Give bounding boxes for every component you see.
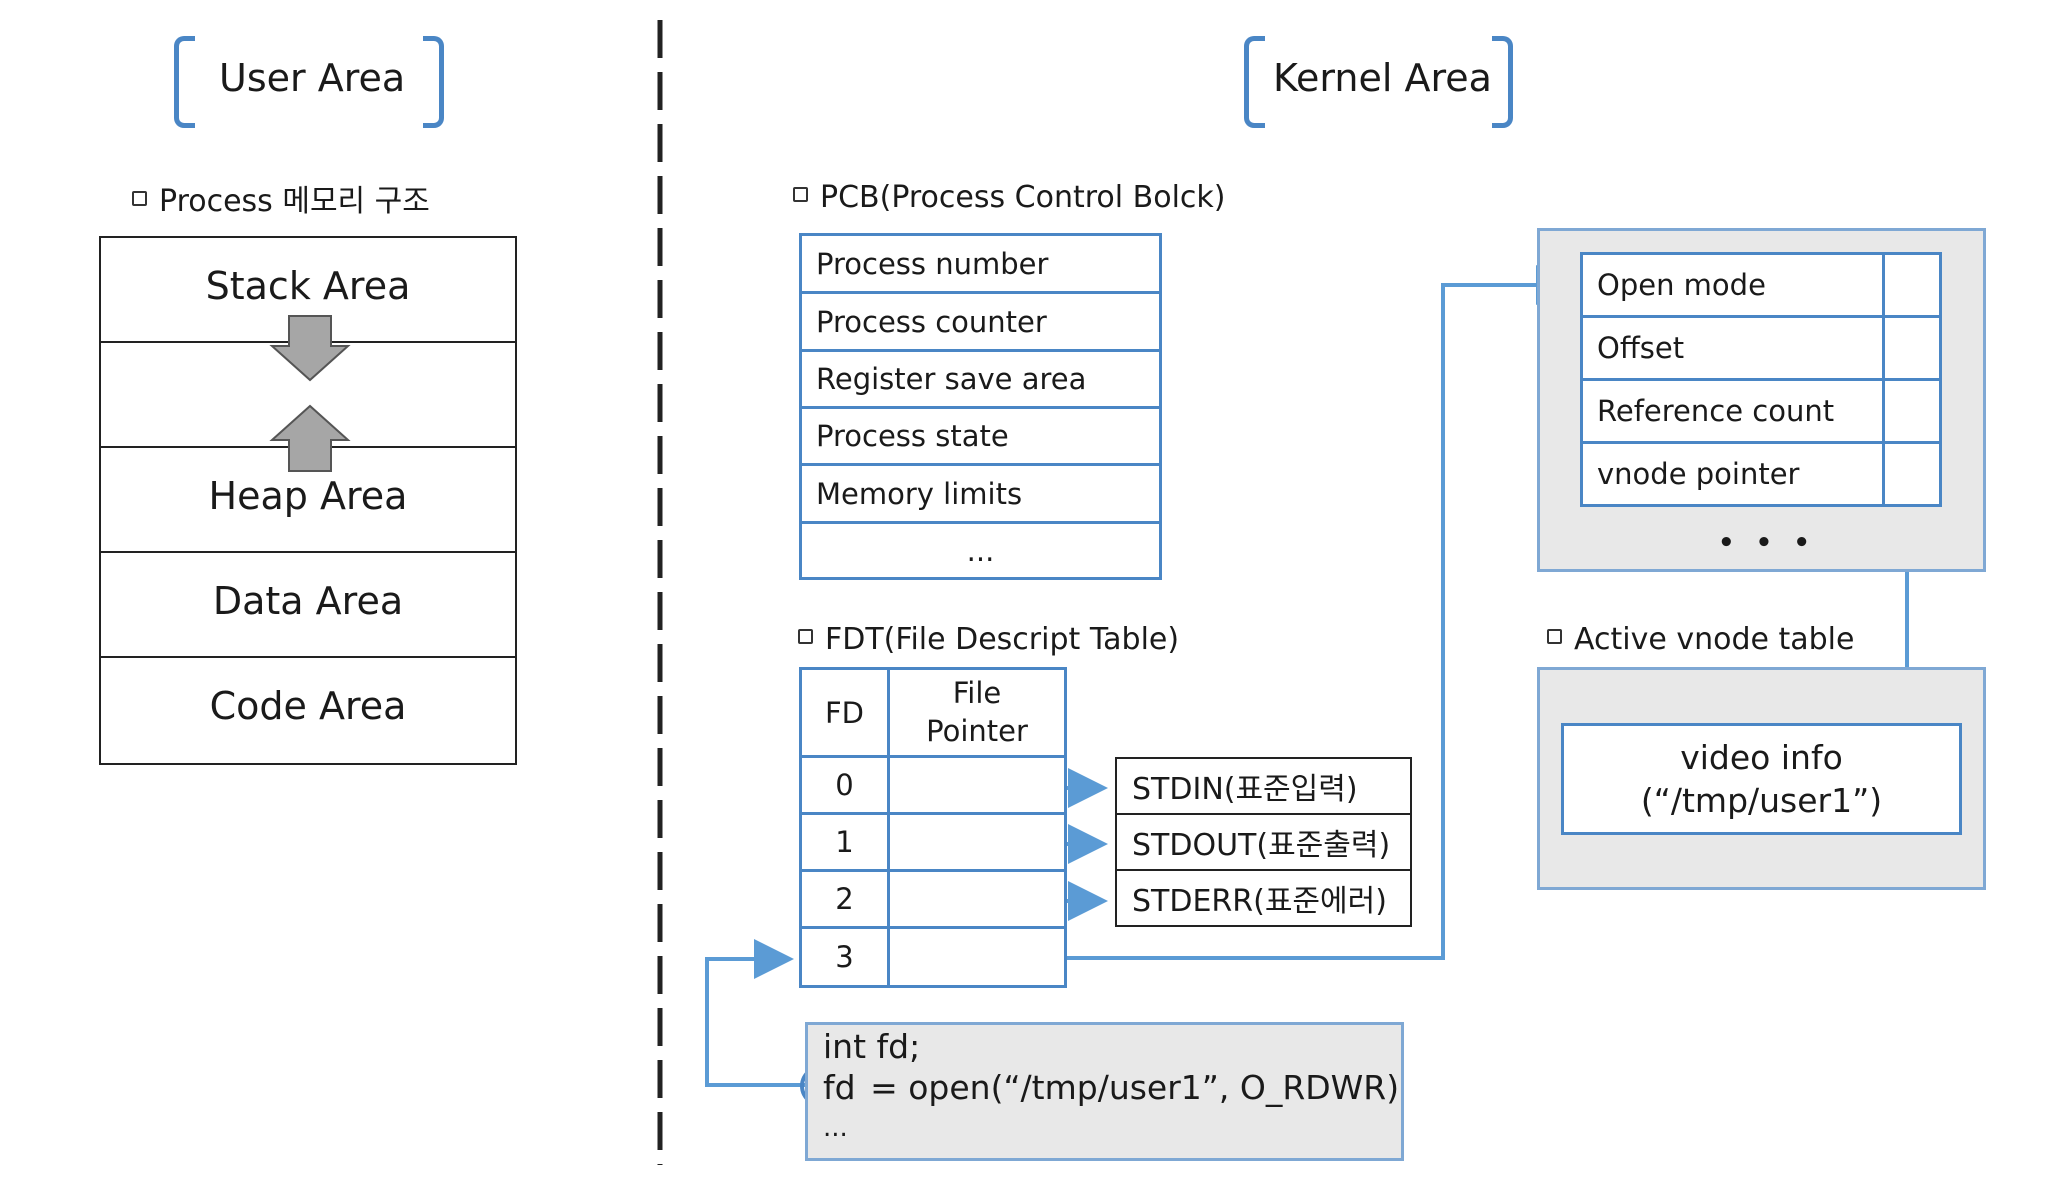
square-bullet-icon [793,187,808,202]
open-file-row-open-mode: Open mode [1583,255,1939,318]
fdt-table: FD File Pointer 0 1 2 3 [799,667,1067,988]
pcb-label-text: PCB(Process Control Bolck) [820,180,1226,215]
heap-grow-up-arrow-icon [269,404,351,472]
fdt-fd-1: 1 [835,825,854,859]
pcb-row-process-number: Process number [802,236,1159,294]
code-fd-variable: fd [823,1068,856,1107]
stdout-box: STDOUT(표준출력) [1115,813,1412,871]
kernel-area-right-bracket [1492,36,1513,128]
kernel-area-left-bracket [1244,36,1265,128]
user-area-right-bracket [423,36,444,128]
vnode-entry: video info (“/tmp/user1”) [1561,723,1962,835]
vnode-entry-line1: video info [1680,738,1843,777]
code-line-open: fd = open(“/tmp/user1”, O_RDWR) [823,1068,1399,1107]
data-divider [101,551,515,553]
fdt-fd-3: 3 [835,940,854,974]
stack-grow-down-arrow-icon [269,315,351,382]
fdt-label: FDT(File Descript Table) [798,622,1179,657]
code-snippet: int fd; fd = open(“/tmp/user1”, O_RDWR) … [805,1022,1404,1161]
user-area-title: User Area [219,56,406,100]
square-bullet-icon [798,629,813,644]
fdt-row-divider [802,926,1064,929]
pcb-row-ellipsis: ... [966,533,995,568]
fdt-fd-2: 2 [835,882,854,916]
open-file-row-offset: Offset [1583,318,1939,381]
fdt-row-divider [802,869,1064,872]
stack-area-label: Stack Area [205,264,411,308]
pcb-row-process-counter: Process counter [802,294,1159,352]
open-file-row-vnode-pointer: vnode pointer [1597,457,1800,491]
code-line-declare: int fd; [823,1027,921,1066]
square-bullet-icon [1547,629,1562,644]
vnode-table-label: Active vnode table [1547,622,1854,657]
fdt-fd-0: 0 [835,768,854,802]
user-area-left-bracket [174,36,195,128]
data-area-label: Data Area [212,579,404,623]
stdin-box: STDIN(표준입력) [1115,757,1412,815]
kernel-area-title: Kernel Area [1273,56,1492,100]
vnode-table-label-text: Active vnode table [1574,622,1855,657]
fdt-label-text: FDT(File Descript Table) [825,622,1180,657]
heap-area-label: Heap Area [208,474,408,518]
code-open-call: = open(“/tmp/user1”, O_RDWR) [870,1068,1400,1107]
open-file-table: Open mode Offset Reference count vnode p… [1580,252,1942,507]
fdt-header-fd: FD [824,695,864,730]
fdt-column-divider [887,670,890,985]
pcb-row-register-save-area: Register save area [802,352,1159,409]
vnode-entry-line2: (“/tmp/user1”) [1640,781,1883,820]
fd3-to-open-file-arrow [984,265,1576,960]
fdt-header-file-pointer: File Pointer [926,675,1028,748]
fd-var-to-fd3-arrow [705,939,806,1087]
pcb-row-process-state: Process state [802,409,1159,466]
fdt-header-divider [802,755,1064,758]
pcb-label: PCB(Process Control Bolck) [793,180,1225,215]
pcb-table: Process number Process counter Register … [799,233,1162,580]
open-file-ellipsis: • • • [1718,528,1816,558]
pcb-row-memory-limits: Memory limits [802,466,1159,524]
stderr-box: STDERR(표준에러) [1115,869,1412,927]
process-memory-label: Process 메모리 구조 [132,176,430,220]
fdt-row-divider [802,812,1064,815]
code-line-ellipsis: ... [823,1113,848,1143]
code-divider [101,656,515,658]
process-memory-label-text: Process 메모리 구조 [159,184,430,219]
square-bullet-icon [132,191,147,206]
code-area-label: Code Area [209,684,407,728]
open-file-row-reference-count: Reference count [1583,381,1939,444]
